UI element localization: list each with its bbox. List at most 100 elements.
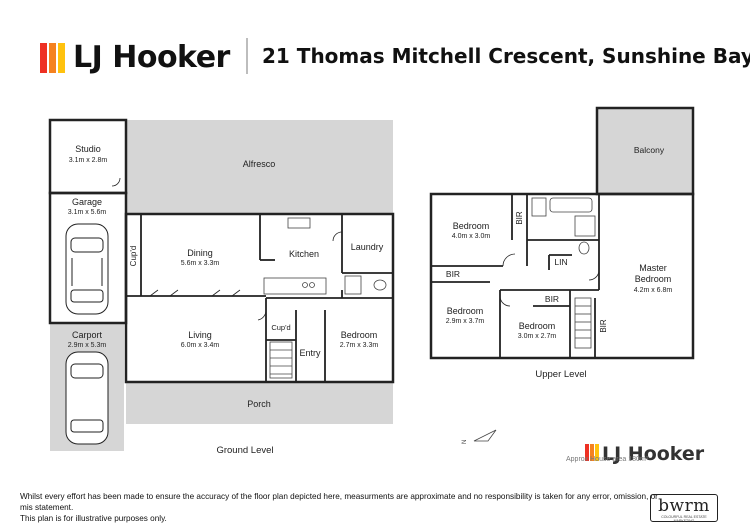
bir-c-label: BIR bbox=[545, 294, 559, 304]
bedroom-a-label: Bedroom bbox=[453, 221, 490, 231]
toilet bbox=[578, 241, 590, 255]
master-label-line2: Bedroom bbox=[635, 274, 672, 284]
ground-fixtures bbox=[263, 217, 387, 379]
disclaimer-line-2: This plan is for illustrative purposes o… bbox=[20, 514, 167, 523]
disclaimer-line-1: Whilst every effort has been made to ens… bbox=[20, 492, 658, 512]
bedroom-c-size: 3.0m x 2.7m bbox=[518, 333, 557, 340]
alfresco-area bbox=[126, 120, 393, 214]
lin-label: LIN bbox=[554, 257, 567, 267]
upper-walls bbox=[429, 106, 695, 360]
bir-b-label: BIR bbox=[446, 269, 460, 279]
watermark-text: Approx House area 180m² bbox=[566, 456, 649, 463]
carport-size: 2.9m x 5.3m bbox=[68, 342, 107, 349]
door-swing bbox=[257, 309, 267, 321]
upper-outline bbox=[429, 192, 695, 360]
car-body bbox=[65, 351, 109, 445]
master-size: 4.2m x 6.8m bbox=[634, 287, 673, 294]
bedroom-ground-label: Bedroom bbox=[341, 330, 378, 340]
living-size: 6.0m x 3.4m bbox=[181, 342, 220, 349]
bir-d-label: BIR bbox=[599, 319, 608, 333]
upper-level: Balcony Bedroom 4.0m x 3.0m BIR LIN BIR … bbox=[429, 106, 695, 380]
bwrm-logo-text: bwrm bbox=[658, 496, 710, 516]
watermark-bar bbox=[595, 444, 599, 461]
car-garage bbox=[65, 223, 109, 315]
bedroom-b-size: 2.9m x 3.7m bbox=[446, 318, 485, 325]
compass-label: N bbox=[462, 440, 468, 444]
laundry-label: Laundry bbox=[351, 242, 384, 252]
bedroom-a-size: 4.0m x 3.0m bbox=[452, 233, 491, 240]
compass-arrow bbox=[473, 429, 497, 442]
cupd-left-label: Cup'd bbox=[129, 246, 138, 267]
porch-label: Porch bbox=[247, 399, 271, 409]
cooktop bbox=[309, 282, 315, 288]
door-swing bbox=[149, 289, 241, 297]
upper-level-label: Upper Level bbox=[535, 369, 586, 380]
logo-bar-orange bbox=[49, 42, 56, 73]
compass-icon: N bbox=[462, 429, 497, 444]
car-carport bbox=[65, 351, 109, 445]
watermark-bar bbox=[590, 444, 594, 461]
brand-logo-bars bbox=[40, 42, 65, 73]
disclaimer: Whilst every effort has been made to ens… bbox=[20, 491, 660, 524]
logo-bar-red bbox=[40, 42, 47, 73]
stairs bbox=[269, 341, 293, 379]
ground-interior-walls bbox=[126, 214, 393, 382]
brand-logo: LJ Hooker bbox=[40, 40, 230, 75]
upper-interior-walls bbox=[431, 194, 600, 358]
studio-label: Studio bbox=[75, 144, 101, 154]
upper-fixtures bbox=[531, 197, 596, 349]
entry-label: Entry bbox=[299, 348, 321, 358]
door-swing bbox=[111, 177, 121, 187]
header-divider bbox=[246, 38, 248, 74]
carport-label: Carport bbox=[72, 330, 103, 340]
car-windscreen bbox=[70, 237, 104, 253]
ground-labels: Studio 3.1m x 2.8m Alfresco Garage 3.1m … bbox=[68, 144, 384, 456]
bwrm-logo: bwrm COLOURFUL REAL ESTATE MARKETING bbox=[650, 494, 718, 523]
balcony-label: Balcony bbox=[634, 145, 665, 155]
vanity bbox=[531, 197, 547, 217]
door-swing bbox=[588, 269, 600, 281]
ground-doors bbox=[111, 177, 343, 321]
door-swing bbox=[499, 295, 511, 307]
bathtub bbox=[549, 197, 593, 213]
watermark-brand: LJ Hooker bbox=[602, 443, 705, 465]
car-body bbox=[65, 223, 109, 315]
upper-doors bbox=[499, 253, 600, 307]
kitchen-sink bbox=[287, 217, 311, 229]
watermark: LJ Hooker Approx House area 180m² bbox=[566, 443, 705, 465]
living-label: Living bbox=[188, 330, 212, 340]
door-swing bbox=[502, 253, 516, 267]
ground-level: Studio 3.1m x 2.8m Alfresco Garage 3.1m … bbox=[48, 118, 395, 456]
logo-bar-yellow bbox=[58, 42, 65, 73]
stairs bbox=[574, 297, 592, 349]
garage-label: Garage bbox=[72, 197, 102, 207]
kitchen-bench bbox=[263, 277, 327, 295]
kitchen-label: Kitchen bbox=[289, 249, 319, 259]
porch-area bbox=[126, 382, 393, 424]
balcony-area bbox=[597, 108, 693, 194]
dining-label: Dining bbox=[187, 248, 213, 258]
ground-level-label: Ground Level bbox=[216, 445, 273, 456]
brand-name: LJ Hooker bbox=[73, 40, 230, 75]
upper-labels: Balcony Bedroom 4.0m x 3.0m BIR LIN BIR … bbox=[446, 145, 673, 380]
car-rear-window bbox=[70, 419, 104, 433]
dining-size: 5.6m x 3.3m bbox=[181, 260, 220, 267]
car-rear-window bbox=[70, 289, 104, 303]
shower bbox=[574, 215, 596, 237]
door-swing bbox=[332, 231, 343, 242]
toilet bbox=[373, 279, 387, 291]
laundry-tub bbox=[344, 275, 362, 295]
cooktop bbox=[302, 282, 308, 288]
cupd-entry-label: Cup'd bbox=[271, 323, 290, 332]
page-header: LJ Hooker 21 Thomas Mitchell Crescent, S… bbox=[0, 0, 750, 90]
bwrm-logo-subtext: COLOURFUL REAL ESTATE MARKETING bbox=[661, 515, 707, 523]
studio-size: 3.1m x 2.8m bbox=[69, 157, 108, 164]
property-address: 21 Thomas Mitchell Crescent, Sunshine Ba… bbox=[262, 44, 750, 68]
watermark-bar bbox=[585, 444, 589, 461]
garage-size: 3.1m x 5.6m bbox=[68, 209, 107, 216]
alfresco-label: Alfresco bbox=[243, 159, 276, 169]
bedroom-c-label: Bedroom bbox=[519, 321, 556, 331]
bir-a-label: BIR bbox=[515, 211, 524, 225]
master-label-line1: Master bbox=[639, 263, 667, 273]
